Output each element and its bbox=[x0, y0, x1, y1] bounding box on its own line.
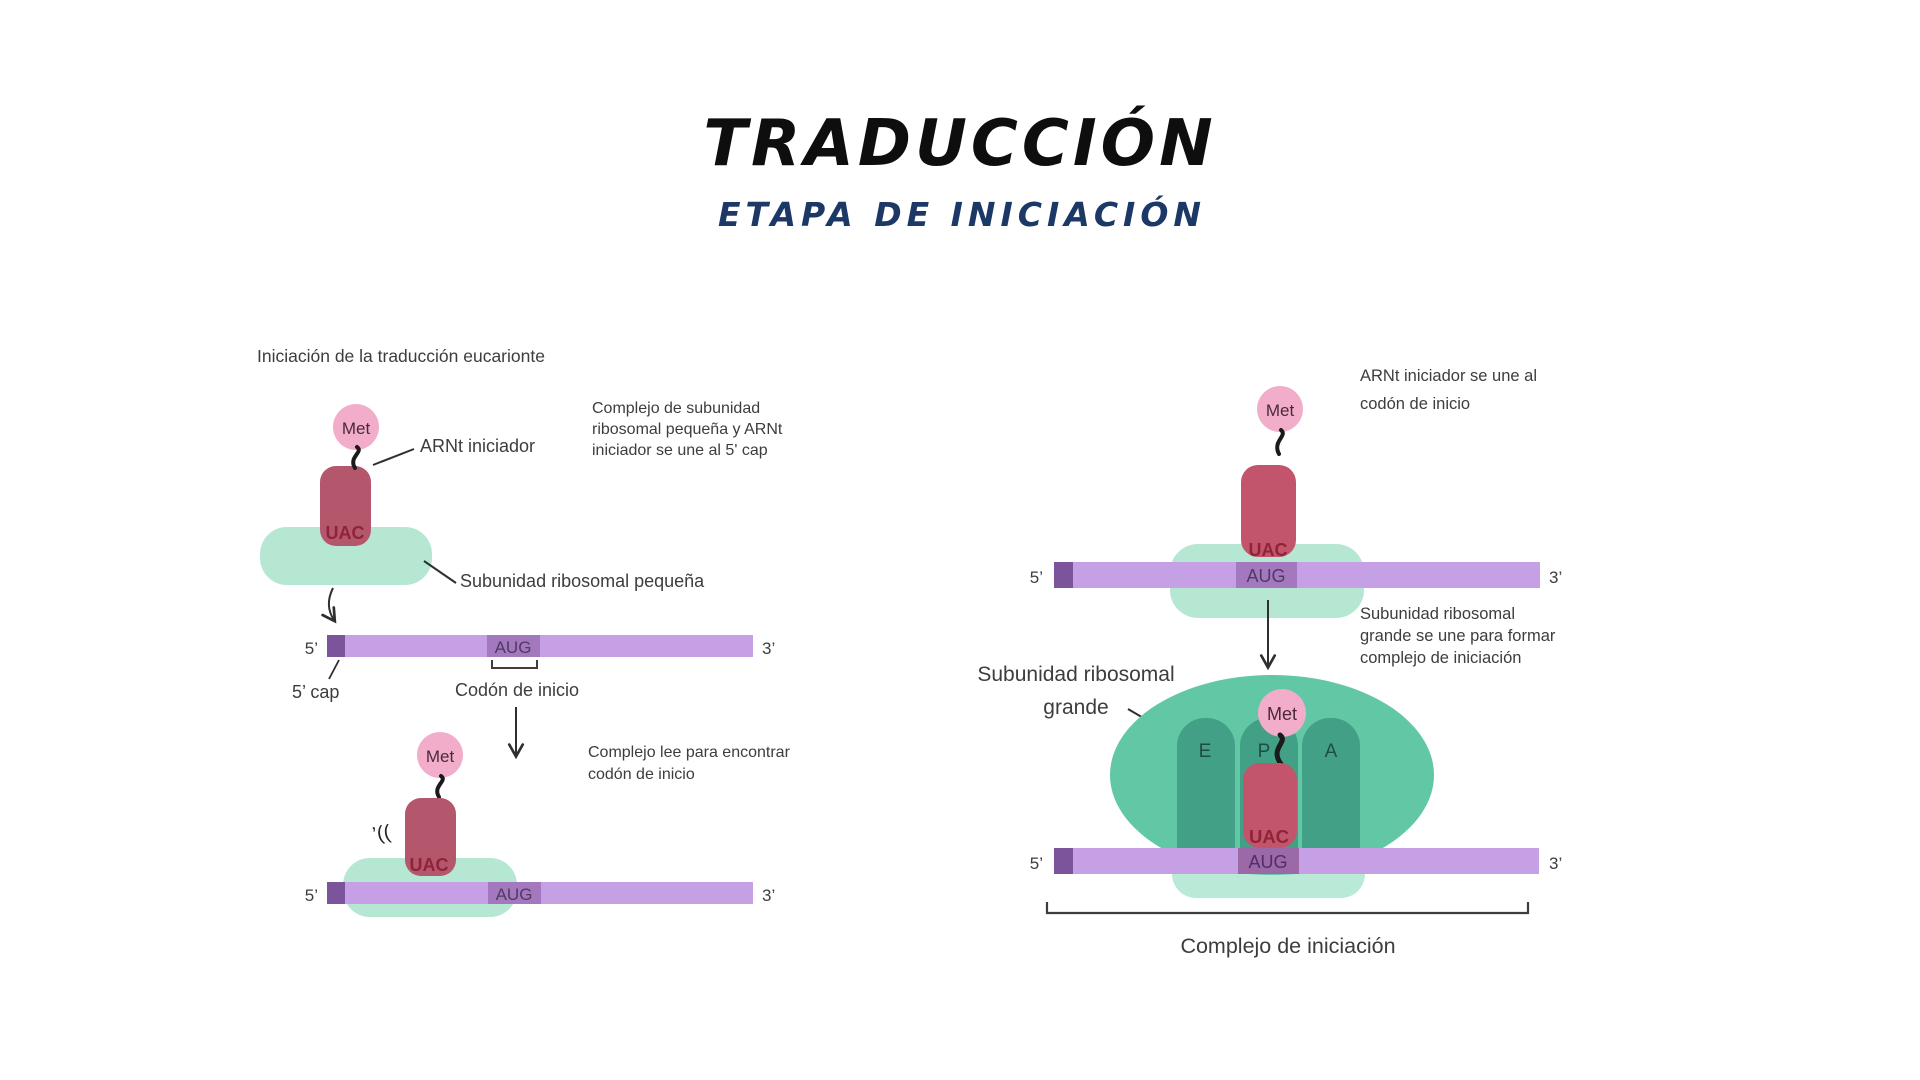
methionine-label-3: Met bbox=[1266, 401, 1295, 420]
anticodon-label-3: UAC bbox=[1249, 540, 1288, 560]
note2-line2: codón de inicio bbox=[588, 766, 695, 783]
methionine-circle-1 bbox=[333, 404, 379, 450]
three-prime-label-3: 3’ bbox=[1549, 568, 1562, 587]
note4-line2: grande se une para formar bbox=[1360, 627, 1556, 645]
five-prime-label-4: 5’ bbox=[1030, 854, 1043, 873]
small-ribosomal-subunit-1 bbox=[260, 527, 432, 585]
initiation-complex-bracket bbox=[1045, 902, 1530, 915]
start-codon-label-1: AUG bbox=[495, 638, 532, 657]
cap-callout-label: 5’ cap bbox=[292, 682, 339, 702]
met-trna-link-1 bbox=[351, 445, 361, 470]
initiator-trna-body-4 bbox=[1243, 763, 1297, 848]
met-trna-link-2 bbox=[435, 774, 445, 799]
site-e-column bbox=[1177, 718, 1235, 858]
large-subunit-label-line1: Subunidad ribosomal bbox=[977, 663, 1174, 686]
codon-bracket-1 bbox=[491, 660, 538, 669]
note1-line1: Complejo de subunidad bbox=[592, 400, 760, 417]
scanning-marks: ’(( bbox=[371, 821, 393, 846]
trna-callout-label: ARNt iniciador bbox=[420, 436, 535, 456]
methionine-circle-4 bbox=[1258, 689, 1306, 737]
left-heading: Iniciación de la traducción eucarionte bbox=[257, 346, 545, 366]
start-codon-box-1 bbox=[487, 635, 540, 657]
site-p-label: P bbox=[1258, 741, 1271, 762]
site-a-column bbox=[1302, 718, 1360, 858]
large-subunit-label-line2: grande bbox=[1043, 696, 1108, 719]
note1-line3: iniciador se une al 5' cap bbox=[592, 442, 768, 459]
initiator-trna-body-3 bbox=[1241, 465, 1296, 557]
note3-line1: ARNt iniciador se une al bbox=[1360, 367, 1537, 385]
three-prime-label-4: 3’ bbox=[1549, 854, 1562, 873]
five-prime-label-3: 5’ bbox=[1030, 568, 1043, 587]
methionine-circle-3 bbox=[1257, 386, 1303, 432]
note4-line3: complejo de iniciación bbox=[1360, 649, 1521, 667]
start-codon-callout-label: Codón de inicio bbox=[455, 680, 579, 700]
initiator-trna-body-1 bbox=[320, 466, 371, 546]
start-codon-label-2: AUG bbox=[496, 885, 533, 904]
start-codon-label-4: AUG bbox=[1248, 852, 1287, 872]
initiator-trna-body-2 bbox=[405, 798, 456, 876]
trna-callout-line bbox=[372, 448, 415, 466]
initiation-complex-label: Complejo de iniciación bbox=[1180, 934, 1395, 958]
three-prime-label-2: 3’ bbox=[762, 886, 775, 905]
page-title: TRADUCCIÓN bbox=[703, 105, 1216, 181]
start-codon-box-4 bbox=[1238, 848, 1299, 874]
methionine-circle-2 bbox=[417, 732, 463, 778]
small-subunit-callout-label: Subunidad ribosomal pequeña bbox=[460, 571, 705, 591]
methionine-label-2: Met bbox=[426, 747, 455, 766]
note4-line1: Subunidad ribosomal bbox=[1360, 605, 1515, 623]
site-e-label: E bbox=[1199, 741, 1212, 762]
met-trna-link-4 bbox=[1274, 732, 1285, 767]
anticodon-label-1: UAC bbox=[326, 523, 365, 543]
small-subunit-callout-line bbox=[423, 560, 457, 584]
cap-callout-line bbox=[328, 659, 340, 680]
start-codon-label-3: AUG bbox=[1246, 566, 1285, 586]
start-codon-box-3 bbox=[1236, 562, 1297, 588]
note1-line2: ribosomal pequeña y ARNt bbox=[592, 421, 783, 438]
note2-line1: Complejo lee para encontrar bbox=[588, 744, 791, 761]
five-cap-box-4 bbox=[1054, 848, 1073, 874]
methionine-label-1: Met bbox=[342, 419, 371, 438]
step1-arrow bbox=[321, 587, 337, 624]
three-prime-label-1: 3’ bbox=[762, 639, 775, 658]
anticodon-label-2: UAC bbox=[410, 855, 449, 875]
methionine-label-4: Met bbox=[1267, 704, 1297, 724]
five-cap-box-2 bbox=[327, 882, 345, 904]
anticodon-label-4: UAC bbox=[1249, 826, 1289, 847]
note3-line2: codón de inicio bbox=[1360, 395, 1470, 413]
met-trna-link-3 bbox=[1275, 428, 1285, 456]
site-a-label: A bbox=[1325, 741, 1338, 762]
five-prime-label-1: 5’ bbox=[305, 639, 318, 658]
page-subtitle: ETAPA DE INICIACIÓN bbox=[718, 194, 1206, 234]
five-prime-label-2: 5’ bbox=[305, 886, 318, 905]
five-cap-box-1 bbox=[327, 635, 345, 657]
five-cap-box-3 bbox=[1054, 562, 1073, 588]
start-codon-box-2 bbox=[488, 882, 541, 904]
